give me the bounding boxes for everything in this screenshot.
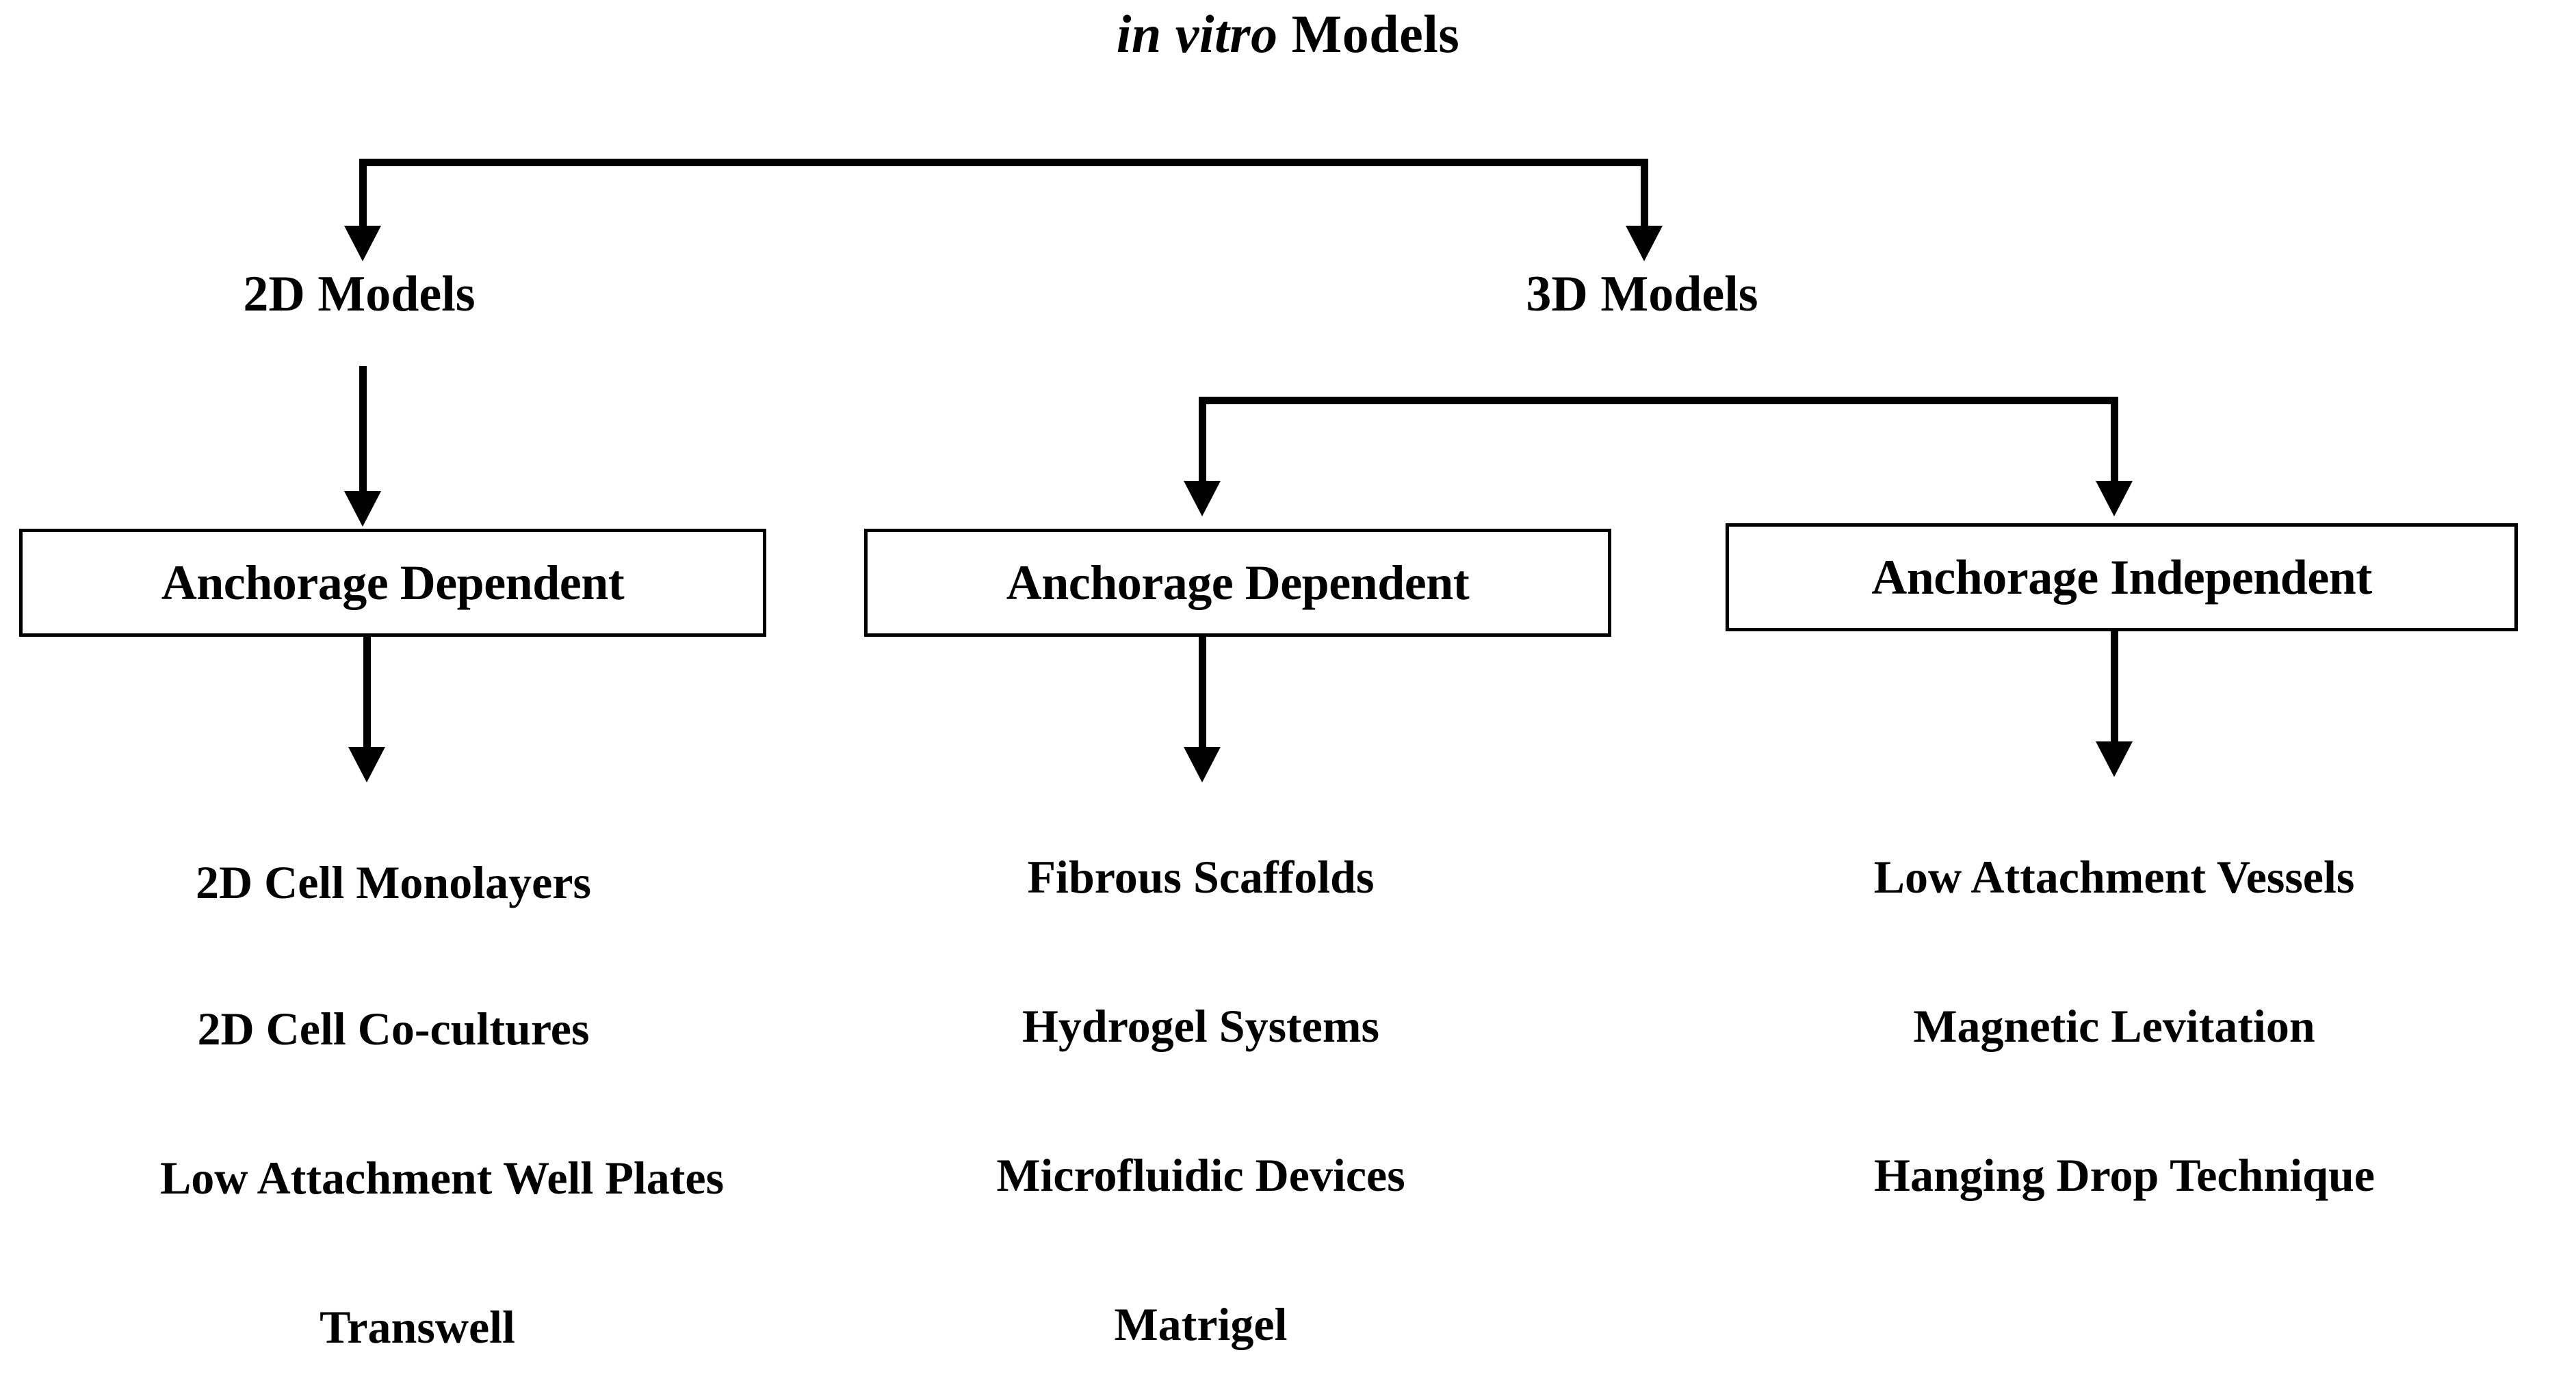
connector-2d-to-box-stem [359, 366, 367, 496]
box-label: Anchorage Dependent [161, 555, 625, 610]
page-title: in vitro Models [0, 0, 2576, 68]
leaf-item-2d-cell-co-cultures: 2D Cell Co-cultures [197, 1003, 590, 1055]
connector-3d-horizontal [1199, 397, 2118, 404]
connector-root-horizontal [359, 159, 1648, 166]
title-italic: in vitro [1116, 4, 1278, 64]
box-anchorage-dependent-3d[interactable]: Anchorage Dependent [864, 529, 1611, 637]
box-label: Anchorage Independent [1871, 550, 2372, 605]
connector-box2-to-items-stem [1199, 635, 1206, 751]
leaf-item-transwell: Transwell [320, 1301, 515, 1353]
leaf-item-low-attachment-well-plates: Low Attachment Well Plates [159, 1152, 725, 1204]
connector-box3-to-items-stem [2111, 629, 2118, 746]
title-roman: Models [1277, 4, 1460, 64]
connector-root-left-arrowhead [344, 226, 381, 261]
leaf-item-microfluidic-devices: Microfluidic Devices [996, 1149, 1405, 1201]
connector-box3-to-items-arrowhead [2096, 741, 2133, 777]
connector-2d-to-box-arrowhead [344, 491, 381, 527]
box-anchorage-independent-3d[interactable]: Anchorage Independent [1726, 523, 2518, 631]
leaf-item-2d-cell-monolayers: 2D Cell Monolayers [196, 856, 591, 908]
leaf-item-fibrous-scaffolds: Fibrous Scaffolds [1027, 851, 1375, 903]
connector-3d-right-stem [2111, 397, 2118, 486]
leaf-item-hanging-drop-technique: Hanging Drop Technique [1874, 1149, 2375, 1201]
leaf-item-hydrogel-systems: Hydrogel Systems [1022, 1000, 1379, 1052]
connector-root-right-stem [1641, 159, 1648, 230]
level1-label-2d: 2D Models [243, 266, 476, 322]
connector-box1-to-items-arrowhead [348, 747, 385, 782]
connector-root-right-arrowhead [1626, 226, 1663, 261]
leaf-item-matrigel: Matrigel [1114, 1298, 1288, 1350]
connector-box1-to-items-stem [363, 635, 371, 751]
connector-3d-left-arrowhead [1184, 481, 1221, 516]
connector-3d-right-arrowhead [2096, 481, 2133, 516]
connector-root-left-stem [359, 159, 367, 230]
box-label: Anchorage Dependent [1006, 555, 1470, 610]
box-anchorage-dependent-2d[interactable]: Anchorage Dependent [19, 529, 766, 637]
leaf-item-low-attachment-vessels: Low Attachment Vessels [1873, 851, 2355, 903]
connector-box2-to-items-arrowhead [1184, 747, 1221, 782]
leaf-item-magnetic-levitation: Magnetic Levitation [1913, 1000, 2315, 1052]
connector-3d-left-stem [1199, 397, 1206, 486]
level1-label-3d: 3D Models [1526, 266, 1758, 322]
